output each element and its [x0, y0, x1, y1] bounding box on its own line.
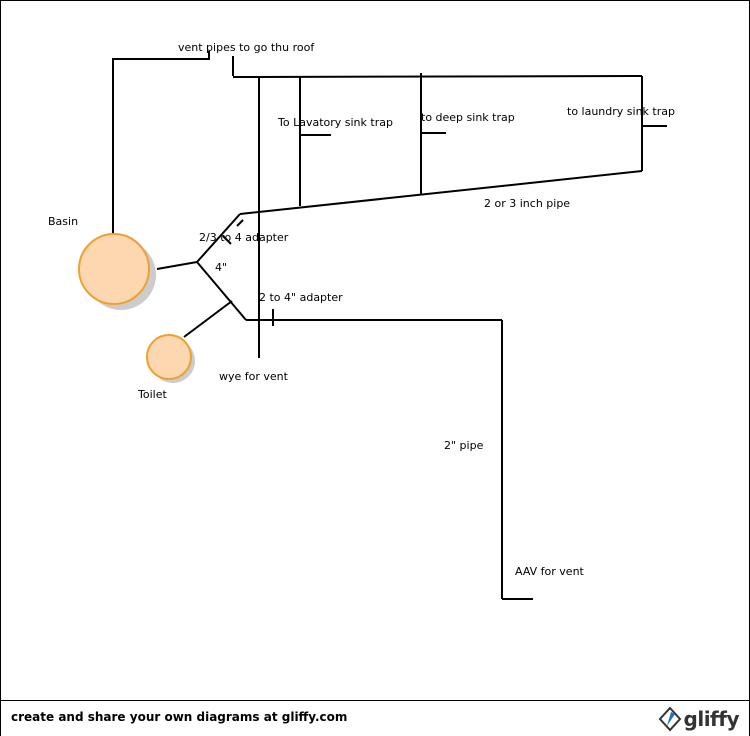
label-basin: Basin: [48, 215, 78, 228]
gliffy-logo[interactable]: gliffy: [658, 704, 740, 734]
adapter-diagonal: [196, 213, 241, 263]
label-adapter-2-3-to-4: 2/3 to 4 adapter: [199, 231, 289, 244]
footer-bar: create and share your own diagrams at gl…: [1, 700, 749, 736]
adapter-tick: [222, 235, 232, 245]
footer-promo-link[interactable]: create and share your own diagrams at gl…: [11, 710, 348, 724]
four-inch-pipe: [196, 261, 247, 321]
basin-fixture: [78, 233, 156, 310]
top-vent-run: [232, 75, 643, 78]
label-2-or-3-inch: 2 or 3 inch pipe: [484, 197, 570, 210]
label-deep-sink: to deep sink trap: [421, 111, 515, 124]
label-aav: AAV for vent: [515, 565, 585, 578]
sloped-drain-pipe: [239, 170, 643, 215]
label-laundry: to laundry sink trap: [567, 105, 675, 118]
pipe-lines: [112, 51, 667, 600]
gliffy-diamond-icon: [658, 706, 681, 732]
plumbing-diagram: vent pipes to go thu roof To Lavatory si…: [48, 41, 675, 600]
basin-vent-pipe: [112, 51, 210, 235]
label-2-inch-pipe: 2" pipe: [444, 439, 484, 452]
basin-circle: [78, 233, 150, 305]
label-vent-pipes: vent pipes to go thu roof: [178, 41, 315, 54]
gliffy-wordmark: gliffy: [683, 707, 740, 731]
label-wye: wye for vent: [219, 370, 289, 383]
toilet-fixture: [146, 334, 195, 383]
basin-connection: [156, 261, 198, 270]
label-four-inch: 4": [215, 261, 227, 274]
label-adapter-2-to-4: 2 to 4" adapter: [259, 291, 343, 304]
adapter-tick-top: [236, 219, 244, 227]
label-lavatory: To Lavatory sink trap: [277, 116, 393, 129]
toilet-connection: [183, 300, 233, 338]
label-toilet: Toilet: [137, 388, 167, 401]
toilet-circle: [146, 334, 192, 380]
